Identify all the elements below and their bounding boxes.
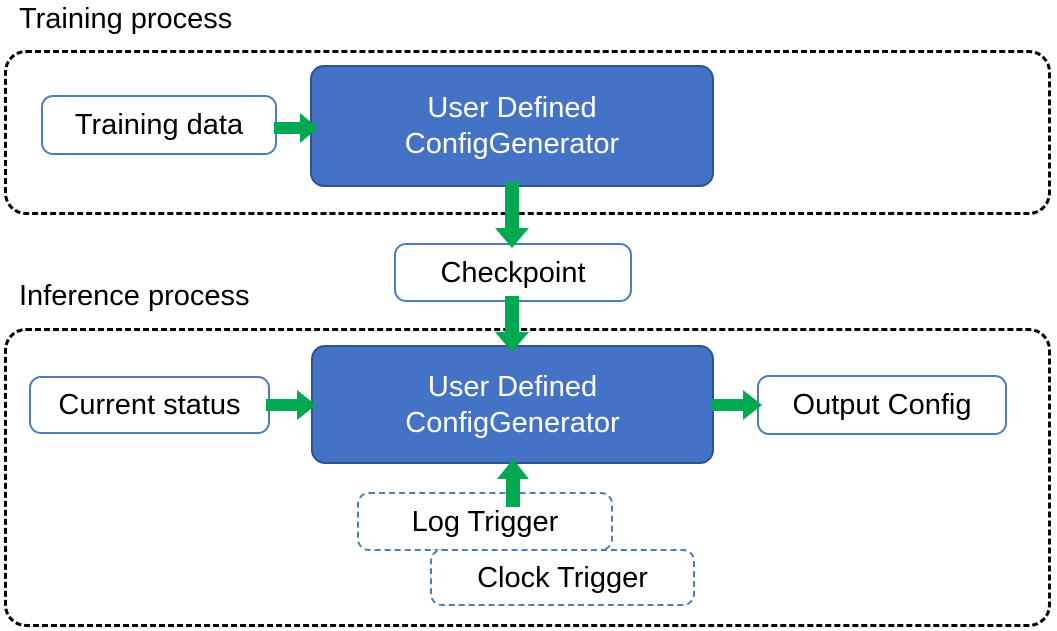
inference-generator-line1: User Defined xyxy=(427,370,598,403)
arrow-generator-to-output-config-icon xyxy=(712,385,762,425)
inference-process-title: Inference process xyxy=(19,280,250,312)
inference-generator-line2: ConfigGenerator xyxy=(405,406,620,439)
arrow-training-data-to-generator-icon xyxy=(274,108,318,148)
current-status-box[interactable]: Current status xyxy=(29,376,270,434)
training-process-container xyxy=(4,50,1051,215)
checkpoint-box[interactable]: Checkpoint xyxy=(394,243,632,302)
training-generator-line1: User Defined xyxy=(427,92,597,124)
inference-process-container xyxy=(4,328,1051,627)
output-config-box[interactable]: Output Config xyxy=(757,375,1007,435)
arrow-triggers-to-generator-icon xyxy=(495,459,531,507)
clock-trigger-box[interactable]: Clock Trigger xyxy=(430,549,695,606)
arrow-generator-to-checkpoint-icon xyxy=(492,182,532,248)
training-data-box[interactable]: Training data xyxy=(41,95,277,155)
training-user-defined-configgenerator-box[interactable]: User Defined ConfigGenerator xyxy=(310,65,714,187)
training-generator-line2: ConfigGenerator xyxy=(404,128,620,160)
arrow-checkpoint-to-generator-icon xyxy=(492,296,532,352)
inference-user-defined-configgenerator-box[interactable]: User Defined ConfigGenerator xyxy=(311,345,714,464)
training-process-title: Training process xyxy=(19,3,233,35)
arrow-current-status-to-generator-icon xyxy=(266,385,316,425)
log-trigger-box[interactable]: Log Trigger xyxy=(357,492,613,551)
